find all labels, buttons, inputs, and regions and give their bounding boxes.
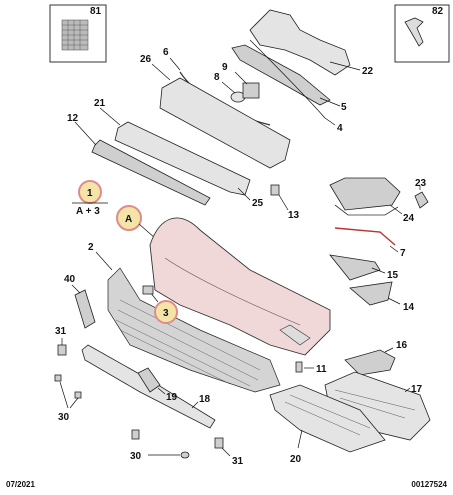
callout-5: 5 (341, 102, 347, 113)
part-20-undertray: 20 (269, 384, 386, 465)
part-7-strip: 7 (334, 227, 406, 259)
callout-14: 14 (403, 302, 415, 313)
callout-20: 20 (290, 454, 302, 465)
callout-15: 15 (387, 270, 399, 281)
part-25: 25 (237, 187, 264, 209)
callout-13: 13 (288, 210, 300, 221)
callout-circle-3: 3 (142, 285, 178, 324)
callout-24: 24 (403, 213, 415, 224)
part-30-clip-b: 30 (130, 429, 190, 462)
part-31-clip-a: 31 (55, 326, 67, 356)
bumper-cover (149, 217, 331, 356)
callout-circle-1: 1 A + 3 (72, 180, 108, 217)
callout-6: 6 (163, 47, 169, 58)
callout-12: 12 (67, 113, 79, 124)
footer-reference-code: 00127524 (411, 480, 447, 489)
callout-8: 8 (214, 72, 220, 83)
callout-19: 19 (166, 392, 178, 403)
part-31-clip-b: 31 (214, 437, 244, 467)
part-22-upper-bracket: 22 (249, 9, 374, 77)
callout-a-plus-3: A + 3 (76, 206, 100, 217)
part-16-bracket: 16 (344, 340, 408, 376)
part-14-trim: 14 (349, 281, 415, 313)
callout-11: 11 (316, 364, 327, 375)
part-30-clip-a: 30 (54, 374, 82, 423)
callout-16: 16 (396, 340, 408, 351)
callout-circle-a: A (116, 205, 156, 239)
callout-18: 18 (199, 394, 211, 405)
callout-1: 1 (87, 188, 93, 199)
callout-a: A (125, 214, 132, 225)
part-5-trim: 5 (231, 44, 347, 113)
part-26-beam: 26 (140, 54, 291, 169)
part-81-inset: 81 (49, 4, 107, 63)
part-24-upper-grille: 24 (329, 177, 415, 224)
part-4-trim: 4 (249, 39, 343, 134)
part-40: 40 (64, 274, 96, 329)
callout-31-b: 31 (232, 456, 244, 467)
part-15-trim: 15 (329, 254, 399, 281)
callout-22: 22 (362, 66, 374, 77)
callout-21: 21 (94, 98, 106, 109)
callout-81: 81 (90, 6, 102, 17)
part-82-inset: 82 (394, 4, 450, 63)
callout-40: 40 (64, 274, 76, 285)
callout-30-a: 30 (58, 412, 70, 423)
part-8-9-badge: 8 9 (214, 62, 260, 103)
part-19: 19 (137, 367, 178, 403)
callout-17: 17 (411, 384, 423, 395)
callout-3: 3 (163, 308, 169, 319)
callout-31-a: 31 (55, 326, 67, 337)
callout-9: 9 (222, 62, 228, 73)
part-2-grille: 2 (88, 242, 281, 393)
callout-30-b: 30 (130, 451, 142, 462)
part-11-clip: 11 (295, 361, 327, 375)
callout-25: 25 (252, 198, 264, 209)
callout-23: 23 (415, 178, 427, 189)
footer-date: 07/2021 (6, 480, 35, 489)
part-13-clip: 13 (270, 184, 300, 221)
part-23-clip: 23 (414, 178, 429, 209)
callout-2: 2 (88, 242, 94, 253)
callout-7: 7 (400, 248, 406, 259)
callout-26: 26 (140, 54, 152, 65)
callout-4: 4 (337, 123, 343, 134)
callout-82: 82 (432, 6, 444, 17)
part-12-beam: 12 (67, 113, 211, 206)
